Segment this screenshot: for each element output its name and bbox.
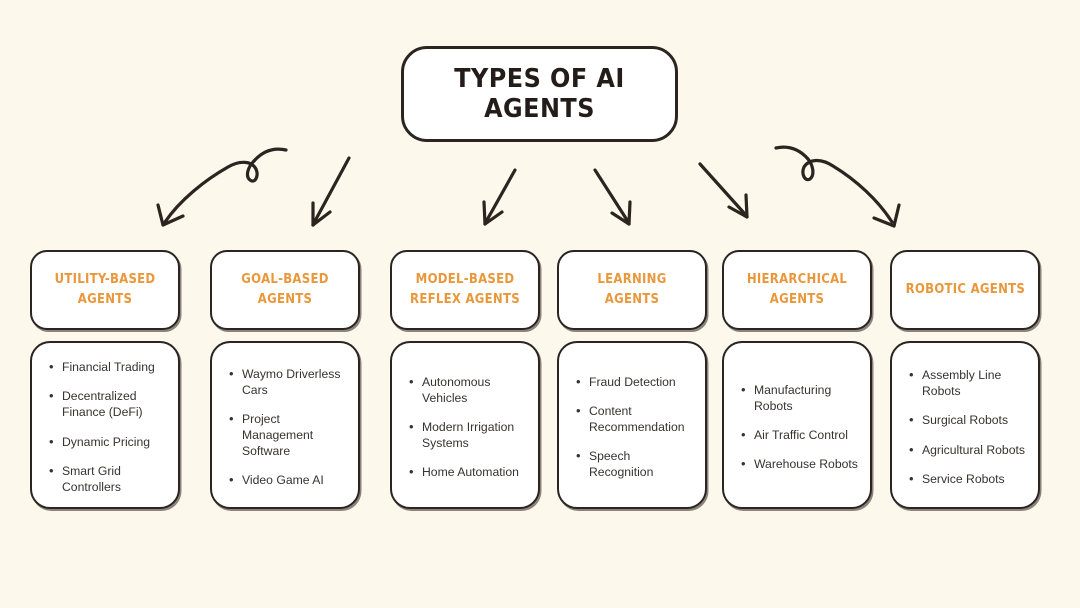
list-item: Content Recommendation — [576, 402, 695, 435]
arrow-curved-loop-right — [774, 145, 901, 228]
list-item: Video Game AI — [229, 471, 348, 488]
category-box-robotic[interactable]: ROBOTIC AGENTS — [890, 250, 1040, 330]
list-item: Fraud Detection — [576, 373, 695, 390]
list-item: Surgical Robots — [909, 411, 1028, 428]
arrow-straight-1 — [311, 156, 351, 227]
category-label: GOAL-BASED AGENTS — [241, 271, 329, 307]
category-box-learning[interactable]: LEARNING AGENTS — [557, 250, 707, 330]
list-item: Assembly Line Robots — [909, 366, 1028, 399]
items-box-hierarchical: Manufacturing Robots Air Traffic Control… — [722, 341, 872, 509]
column-learning: LEARNING AGENTS Fraud Detection Content … — [557, 250, 707, 509]
list-item: Financial Trading — [49, 358, 168, 375]
category-box-utility-based[interactable]: UTILITY-BASED AGENTS — [30, 250, 180, 330]
page-title: TYPES OF AI AGENTS — [454, 64, 625, 124]
arrow-straight-2 — [482, 168, 517, 226]
list-item: Modern Irrigation Systems — [409, 418, 528, 451]
arrow-curved-loop-left — [156, 147, 288, 227]
arrow-straight-3 — [593, 168, 632, 226]
list-item: Speech Recognition — [576, 447, 695, 480]
title-node: TYPES OF AI AGENTS — [401, 46, 678, 142]
column-utility-based: UTILITY-BASED AGENTS Financial Trading D… — [30, 250, 180, 509]
category-box-model-based-reflex[interactable]: MODEL-BASED REFLEX AGENTS — [390, 250, 540, 330]
list-item: Waymo Driverless Cars — [229, 365, 348, 398]
column-hierarchical: HIERARCHICAL AGENTS Manufacturing Robots… — [722, 250, 872, 509]
list-item: Autonomous Vehicles — [409, 373, 528, 406]
list-item: Service Robots — [909, 470, 1028, 487]
column-goal-based: GOAL-BASED AGENTS Waymo Driverless Cars … — [210, 250, 360, 509]
list-item: Decentralized Finance (DeFi) — [49, 387, 168, 420]
list-item: Agricultural Robots — [909, 441, 1028, 458]
list-item: Project Management Software — [229, 410, 348, 459]
list-item: Smart Grid Controllers — [49, 462, 168, 495]
items-box-learning: Fraud Detection Content Recommendation S… — [557, 341, 707, 509]
category-label: MODEL-BASED REFLEX AGENTS — [410, 271, 520, 307]
items-box-robotic: Assembly Line Robots Surgical Robots Agr… — [890, 341, 1040, 509]
list-item: Warehouse Robots — [741, 455, 860, 472]
list-item: Dynamic Pricing — [49, 432, 168, 449]
category-label: ROBOTIC AGENTS — [905, 281, 1025, 297]
items-box-model-based-reflex: Autonomous Vehicles Modern Irrigation Sy… — [390, 341, 540, 509]
arrow-straight-4 — [698, 162, 749, 219]
column-model-based-reflex: MODEL-BASED REFLEX AGENTS Autonomous Veh… — [390, 250, 540, 509]
list-item: Home Automation — [409, 463, 528, 480]
category-label: HIERARCHICAL AGENTS — [746, 271, 848, 307]
items-box-goal-based: Waymo Driverless Cars Project Management… — [210, 341, 360, 509]
category-box-goal-based[interactable]: GOAL-BASED AGENTS — [210, 250, 360, 330]
column-robotic: ROBOTIC AGENTS Assembly Line Robots Surg… — [890, 250, 1040, 509]
list-item: Air Traffic Control — [741, 426, 860, 443]
category-label: UTILITY-BASED AGENTS — [54, 271, 156, 307]
category-label: LEARNING AGENTS — [597, 271, 667, 307]
list-item: Manufacturing Robots — [741, 381, 860, 414]
items-box-utility-based: Financial Trading Decentralized Finance … — [30, 341, 180, 509]
category-box-hierarchical[interactable]: HIERARCHICAL AGENTS — [722, 250, 872, 330]
